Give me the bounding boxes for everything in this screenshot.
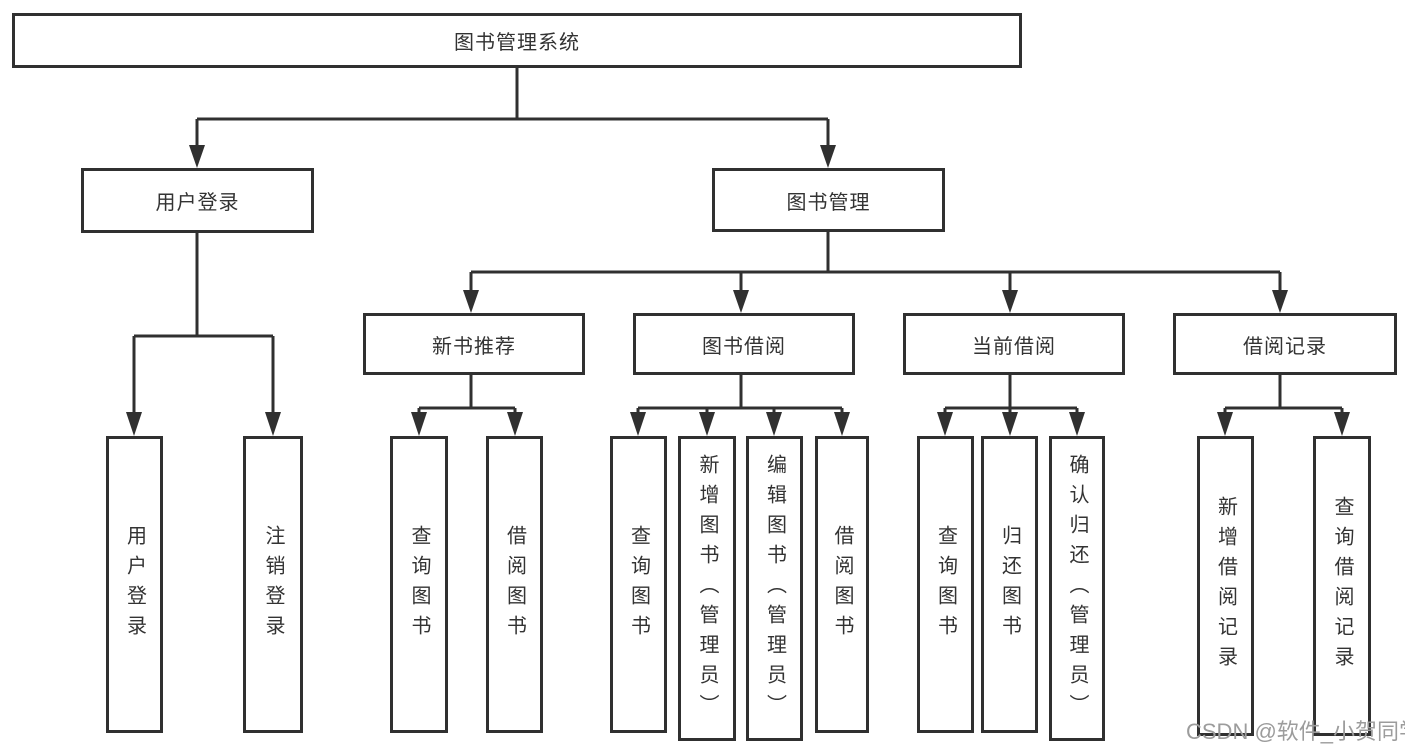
leaf-current-return-book: 归还图书 [981,436,1038,733]
node-label: 借阅记录 [1243,335,1327,358]
node-label: 图书管理系统 [454,32,580,54]
node-current-borrow: 当前借阅 [903,313,1125,375]
node-label: 当前借阅 [972,335,1056,358]
node-label: 用户登录 [123,524,146,645]
node-label: 归还图书 [998,524,1021,645]
node-label: 新增借阅记录 [1214,496,1237,676]
leaf-record-query-borrow-record: 查询借阅记录 [1313,436,1371,736]
node-book-management: 图书管理 [712,168,945,232]
arrowheads [126,145,1350,436]
node-label: 借阅图书 [503,524,526,645]
node-label: 新增图书（管理员） [696,453,718,724]
node-book-borrow: 图书借阅 [633,313,855,375]
node-label: 注销登录 [262,524,284,645]
node-root-system: 图书管理系统 [12,13,1022,68]
node-label: 查询借阅记录 [1331,496,1353,676]
node-label: 图书管理 [786,191,871,214]
leaf-recommend-query-book: 查询图书 [390,436,448,733]
node-label: 新书推荐 [432,335,516,358]
csdn-watermark: CSDN @软件_小贺同学 [1186,719,1405,744]
node-label: 查询图书 [627,524,650,645]
node-borrow-record: 借阅记录 [1173,313,1397,375]
leaf-user-login: 用户登录 [106,436,163,733]
node-label: 编辑图书（管理员） [763,453,786,724]
node-user-login: 用户登录 [81,168,314,233]
leaf-record-add-borrow-record: 新增借阅记录 [1197,436,1254,736]
node-label: 查询图书 [408,524,430,645]
leaf-borrow-query-book: 查询图书 [610,436,667,733]
leaf-current-query-book: 查询图书 [917,436,974,733]
leaf-borrow-edit-book-admin: 编辑图书（管理员） [746,436,803,741]
leaf-current-confirm-return-admin: 确认归还（管理员） [1049,436,1105,741]
leaf-logout: 注销登录 [243,436,303,733]
node-new-book-recommend: 新书推荐 [363,313,585,375]
leaf-borrow-add-book-admin: 新增图书（管理员） [678,436,736,741]
node-label: 查询图书 [934,524,957,645]
node-label: 确认归还（管理员） [1066,453,1088,724]
leaf-recommend-borrow-book: 借阅图书 [486,436,543,733]
leaf-borrow-borrow-book: 借阅图书 [815,436,869,733]
node-label: 借阅图书 [831,524,853,645]
node-label: 图书借阅 [702,335,786,358]
node-label: 用户登录 [155,192,240,214]
